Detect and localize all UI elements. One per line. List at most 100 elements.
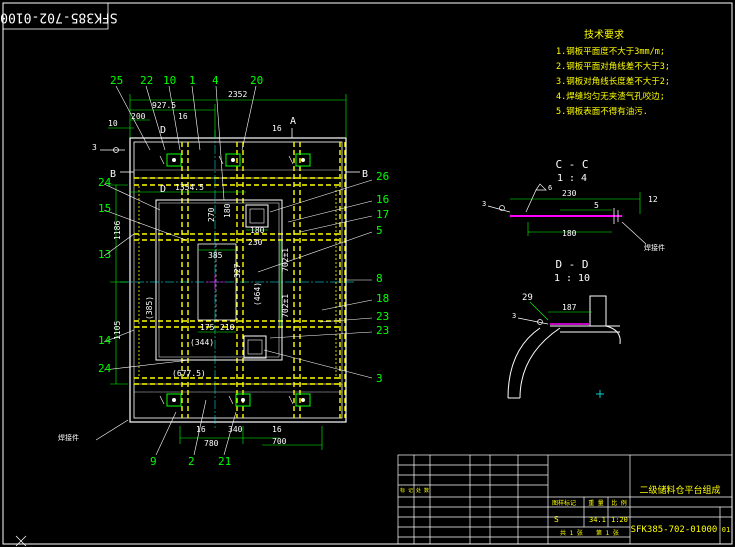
svg-text:700: 700 [272, 437, 287, 446]
section-d-d: D - D 1 : 10 29 187 3 [507, 258, 621, 399]
tech-req-item: 4.焊缝均匀无夹渣气孔咬边; [556, 91, 665, 102]
svg-text:4: 4 [212, 74, 219, 87]
svg-text:702±1: 702±1 [281, 248, 290, 272]
svg-text:200: 200 [131, 112, 146, 121]
svg-text:29: 29 [522, 293, 533, 303]
svg-text:3: 3 [376, 372, 383, 385]
svg-text:26: 26 [376, 170, 389, 183]
svg-text:10: 10 [163, 74, 176, 87]
svg-text:12: 12 [648, 195, 658, 204]
svg-text:3: 3 [512, 312, 516, 320]
main-plan-view [120, 130, 356, 430]
section-markers: A B B D D [110, 116, 368, 195]
svg-text:1: 1 [189, 74, 196, 87]
svg-text:927.5: 927.5 [152, 101, 176, 110]
label-mark: 图样标记 [552, 499, 576, 507]
svg-text:(385): (385) [145, 296, 154, 320]
tech-requirements: 技术要求 1.钢板平面度不大于3mm/m; 2.钢板平面对角线差不大于3; 3.… [556, 28, 670, 117]
svg-text:25: 25 [110, 74, 123, 87]
sheet-total: 共 1 张 [560, 529, 583, 537]
svg-text:22: 22 [140, 74, 153, 87]
title-block-text: 二级储料仓平台组成 图样标记 重 量 比 例 S 34.1 1:20 共 1 张… [400, 484, 730, 537]
svg-text:1186: 1186 [113, 221, 122, 240]
svg-text:2: 2 [188, 455, 195, 468]
revision: 01 [722, 526, 730, 534]
dimension-lines [108, 94, 347, 450]
svg-text:(677.5): (677.5) [172, 369, 206, 378]
drawing-name: 二级储料仓平台组成 [639, 484, 720, 496]
svg-text:5: 5 [594, 201, 599, 210]
svg-text:230: 230 [562, 189, 577, 198]
svg-text:1 : 10: 1 : 10 [554, 273, 590, 284]
svg-text:230: 230 [248, 238, 263, 247]
weld-side-note: 焊接件 [58, 433, 79, 442]
svg-text:16: 16 [196, 425, 206, 434]
svg-text:焊接件: 焊接件 [644, 243, 665, 252]
svg-text:16: 16 [178, 112, 188, 121]
svg-text:24: 24 [98, 176, 112, 189]
svg-text:18: 18 [376, 292, 389, 305]
weight-value: 34.1 [589, 516, 606, 524]
svg-text:23: 23 [376, 310, 389, 323]
svg-text:17: 17 [376, 208, 389, 221]
dimension-labels: 2352 927.5 200 16 10 16 1354.5 270 180 1… [108, 90, 290, 448]
svg-text:(464): (464) [253, 282, 262, 306]
scale-value: 1:20 [611, 516, 628, 524]
stage-value: S [554, 515, 559, 524]
tech-req-item: 3.钢板对角线长度差不大于2; [556, 76, 670, 87]
svg-text:14: 14 [98, 334, 112, 347]
svg-text:1105: 1105 [113, 321, 122, 340]
svg-text:327: 327 [233, 263, 242, 278]
svg-text:B: B [110, 169, 116, 180]
svg-text:175: 175 [200, 323, 215, 332]
svg-text:D - D: D - D [555, 258, 588, 271]
svg-text:340: 340 [228, 425, 243, 434]
svg-text:780: 780 [204, 439, 219, 448]
svg-text:16: 16 [272, 124, 282, 133]
svg-text:D: D [160, 184, 166, 195]
svg-text:10: 10 [108, 119, 118, 128]
svg-text:5: 5 [376, 224, 383, 237]
title-block [397, 454, 733, 545]
svg-text:D: D [160, 125, 166, 136]
svg-text:15: 15 [98, 202, 111, 215]
svg-text:1354.5: 1354.5 [175, 183, 204, 192]
cell-mark: 标 记 [400, 487, 413, 494]
svg-text:24: 24 [98, 362, 112, 375]
svg-text:180: 180 [223, 203, 232, 218]
vertical-code-box: SFK385-702-01000 [0, 2, 118, 30]
callout-labels: 25 22 10 1 4 20 24 15 13 14 24 26 16 17 … [98, 74, 389, 468]
sheet-no: 第 1 张 [596, 529, 619, 537]
tech-req-item: 2.钢板平面对角线差不大于3; [556, 61, 670, 72]
svg-text:16: 16 [272, 425, 282, 434]
svg-text:180: 180 [250, 226, 265, 235]
ucs-icon [15, 535, 27, 547]
vertical-code-text: SFK385-702-01000 [0, 10, 118, 25]
svg-text:270: 270 [207, 207, 216, 222]
svg-text:9: 9 [150, 455, 157, 468]
svg-text:20: 20 [250, 74, 263, 87]
tech-req-item: 5.钢板表面不得有油污. [556, 106, 648, 117]
drawing-code: SFK385-702-01000 [631, 525, 718, 535]
svg-text:A: A [290, 116, 296, 127]
svg-text:B: B [362, 169, 368, 180]
svg-text:8: 8 [376, 272, 383, 285]
svg-text:702±1: 702±1 [281, 294, 290, 318]
callout-leaders [95, 85, 373, 456]
svg-text:3: 3 [482, 200, 486, 208]
cell-count: 处 数 [416, 487, 429, 494]
svg-text:1 : 4: 1 : 4 [557, 173, 587, 184]
svg-text:180: 180 [562, 229, 577, 238]
tech-req-item: 1.钢板平面度不大于3mm/m; [556, 46, 665, 57]
label-scale: 比 例 [611, 499, 627, 507]
section-c-c: C - C 1 : 4 230 5 12 180 3 6 焊接件 [482, 158, 665, 252]
tech-req-title: 技术要求 [584, 28, 624, 41]
svg-text:6: 6 [548, 184, 552, 192]
svg-text:23: 23 [376, 324, 389, 337]
svg-text:C - C: C - C [555, 158, 588, 171]
svg-text:187: 187 [562, 303, 577, 312]
svg-text:16: 16 [376, 193, 389, 206]
svg-text:13: 13 [98, 248, 111, 261]
